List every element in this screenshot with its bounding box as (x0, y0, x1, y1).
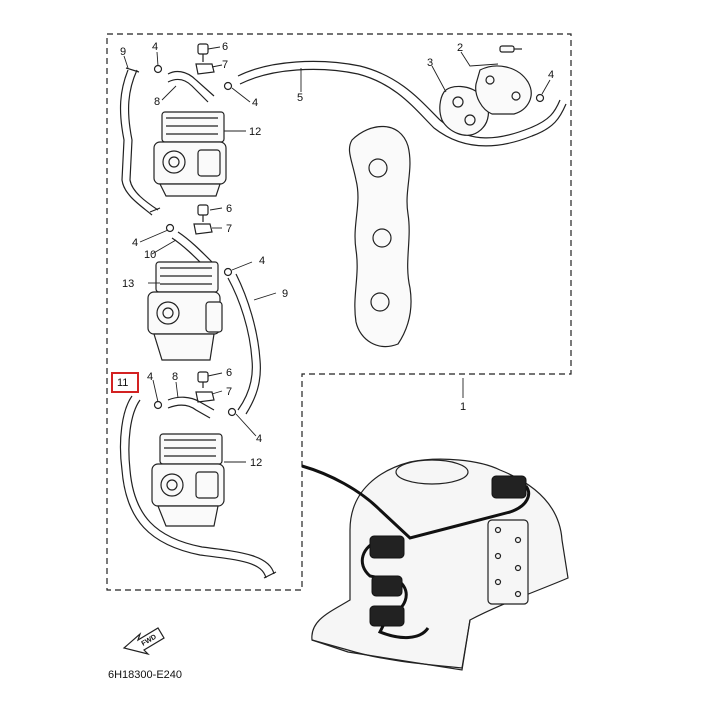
callout-4-c[interactable]: 4 (548, 69, 554, 81)
elbow-hose-8-top (167, 70, 215, 103)
hose-9-mid (227, 273, 261, 415)
callout-6-c[interactable]: 6 (226, 367, 232, 379)
gasket-3 (439, 85, 489, 136)
callout-8-a[interactable]: 8 (154, 96, 160, 108)
hose-9-top (119, 67, 161, 216)
callout-7-a[interactable]: 7 (222, 59, 228, 71)
callout-4-g[interactable]: 4 (256, 433, 262, 445)
callout-8-b[interactable]: 8 (172, 371, 178, 383)
leader-lines (123, 46, 551, 463)
callout-3[interactable]: 3 (427, 57, 433, 69)
assembly-boundary (106, 33, 572, 591)
hose-11 (119, 395, 277, 579)
callout-6-b[interactable]: 6 (226, 203, 232, 215)
callout-4-d[interactable]: 4 (132, 237, 138, 249)
hose-5 (237, 60, 567, 147)
part-2-cover (475, 45, 532, 115)
hose-joint-blocks (369, 475, 527, 627)
callout-6-a[interactable]: 6 (222, 41, 228, 53)
diagram-code: 6H18300-E240 (108, 669, 182, 681)
callout-10[interactable]: 10 (144, 249, 156, 261)
carburetor-bottom (151, 433, 225, 527)
callout-9-top[interactable]: 9 (120, 46, 126, 58)
fwd-arrow: FWD (122, 627, 165, 656)
joint-6-7-mid (193, 204, 213, 235)
carburetor-top (153, 111, 227, 197)
callout-4-b[interactable]: 4 (252, 97, 258, 109)
callout-7-b[interactable]: 7 (226, 223, 232, 235)
callout-12-b[interactable]: 12 (250, 457, 262, 469)
cylinder-hose-outline (301, 464, 531, 639)
joint-6-7-bottom (195, 371, 215, 403)
carburetor-middle (147, 261, 223, 361)
highlight-box-part-11 (111, 372, 139, 393)
callout-labels: 9 4 6 7 8 4 5 2 3 4 12 6 7 4 10 4 13 9 1… (117, 41, 554, 469)
callout-5[interactable]: 5 (297, 92, 303, 104)
callout-7-c[interactable]: 7 (226, 386, 232, 398)
callout-4-f[interactable]: 4 (147, 371, 153, 383)
callout-4-a[interactable]: 4 (152, 41, 158, 53)
callout-13[interactable]: 13 (122, 278, 134, 290)
callout-11[interactable]: 11 (117, 377, 128, 389)
callout-2[interactable]: 2 (457, 42, 463, 54)
callout-12-a[interactable]: 12 (249, 126, 261, 138)
callout-9-mid[interactable]: 9 (282, 288, 288, 300)
intake-manifold (348, 125, 412, 348)
callout-4-e[interactable]: 4 (259, 255, 265, 267)
callout-1[interactable]: 1 (460, 401, 466, 413)
